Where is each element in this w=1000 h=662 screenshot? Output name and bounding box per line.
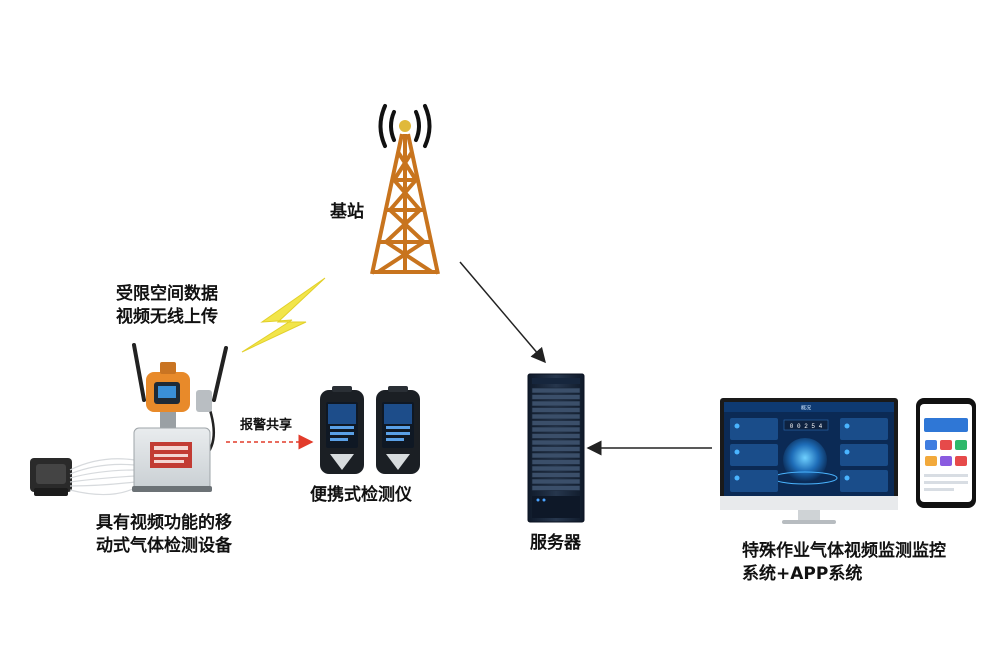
- server-slot: [531, 400, 581, 407]
- mobile-detector-label-line2: 动式气体检测设备: [96, 536, 232, 556]
- server-slot: [531, 485, 581, 491]
- system-label-line1: 特殊作业气体视频监测监控: [742, 541, 946, 561]
- base-station-tower-icon: [370, 104, 440, 275]
- server-slot: [531, 394, 581, 400]
- server-slot: [531, 459, 581, 465]
- mobile-gas-detector-icon: [30, 343, 228, 496]
- portable-detector-icon: [320, 386, 420, 474]
- server-slot: [531, 452, 581, 459]
- phone-icon: [916, 398, 976, 508]
- upload-label-line1: 受限空间数据: [116, 284, 218, 304]
- mobile-detector-label-line1: 具有视频功能的移: [96, 513, 232, 533]
- monitor-screen-counter: 0 0 2 5 4: [790, 423, 823, 430]
- alarm-share-label: 报警共享: [240, 418, 293, 433]
- server-slot: [531, 465, 581, 472]
- server-label: 服务器: [530, 533, 581, 553]
- globe-icon: [783, 438, 827, 482]
- camera-icon: [30, 458, 72, 496]
- portable-detector-label: 便携式检测仪: [310, 485, 412, 505]
- server-slot: [531, 426, 581, 433]
- server-slot: [531, 472, 581, 478]
- server-slot: [531, 446, 581, 452]
- server-slot: [531, 407, 581, 413]
- server-slot: [531, 413, 581, 420]
- server-slot: [531, 439, 581, 446]
- upload-label-line2: 视频无线上传: [116, 307, 218, 327]
- tower-to-server-arrow: [459, 261, 546, 364]
- server-rack-icon: [527, 373, 585, 523]
- system-label-line2: 系统+APP系统: [742, 564, 863, 584]
- server-slot: [531, 387, 581, 394]
- base-station-label: 基站: [330, 202, 364, 222]
- server-slot: [531, 420, 581, 426]
- lightning-icon: [241, 277, 326, 353]
- signal-wave-icon: [378, 104, 432, 148]
- server-slot: [531, 433, 581, 439]
- monitor-icon: 概况 0 0 2 5 4: [720, 398, 898, 524]
- monitor-screen-title: 概况: [801, 405, 811, 412]
- server-slot: [531, 478, 581, 485]
